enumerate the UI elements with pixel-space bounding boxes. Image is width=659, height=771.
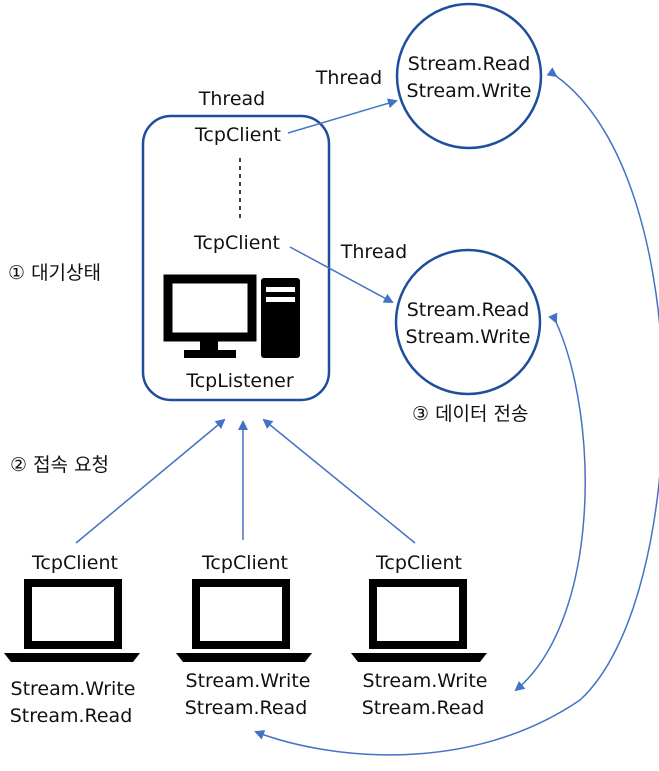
laptop-icon <box>351 579 487 662</box>
thread-circle-line2: Stream.Write <box>405 326 531 348</box>
thread-circle-2 <box>394 248 542 396</box>
client-title: TcpClient <box>202 552 288 574</box>
thread-circle-line1: Stream.Read <box>407 53 531 75</box>
connect-arrow-1 <box>75 418 226 544</box>
laptop-icon <box>4 579 140 662</box>
thread-arrow-label: Thread <box>315 67 383 89</box>
client-line2: Stream.Read <box>361 697 485 719</box>
client-line2: Stream.Read <box>9 705 133 727</box>
client-title: TcpClient <box>32 552 118 574</box>
step1-label: ① 대기상태 <box>8 262 101 284</box>
client-line2: Stream.Read <box>184 697 308 719</box>
tcp-listener-label: TcpListener <box>186 370 294 392</box>
thread-circle-1 <box>395 2 543 150</box>
server-client-top-label: TcpClient <box>195 124 281 146</box>
data-transfer-arrow-2 <box>514 312 586 692</box>
thread-circle-line2: Stream.Write <box>406 80 532 102</box>
server-thread-label: Thread <box>198 88 266 110</box>
server-client-bottom-label: TcpClient <box>194 232 280 254</box>
thread-arrow-label: Thread <box>340 241 408 263</box>
client-line1: Stream.Write <box>10 678 136 700</box>
thread-circle-line1: Stream.Read <box>406 299 530 321</box>
step2-label: ② 접속 요청 <box>10 454 110 476</box>
data-transfer-arrow-1 <box>254 67 659 756</box>
connect-arrow-3 <box>262 418 416 544</box>
desktop-computer-icon <box>163 274 300 358</box>
step3-label: ③ 데이터 전송 <box>412 403 529 425</box>
client-title: TcpClient <box>376 552 462 574</box>
client-line1: Stream.Write <box>185 670 311 692</box>
client-line1: Stream.Write <box>362 670 488 692</box>
laptop-icon <box>176 579 312 662</box>
